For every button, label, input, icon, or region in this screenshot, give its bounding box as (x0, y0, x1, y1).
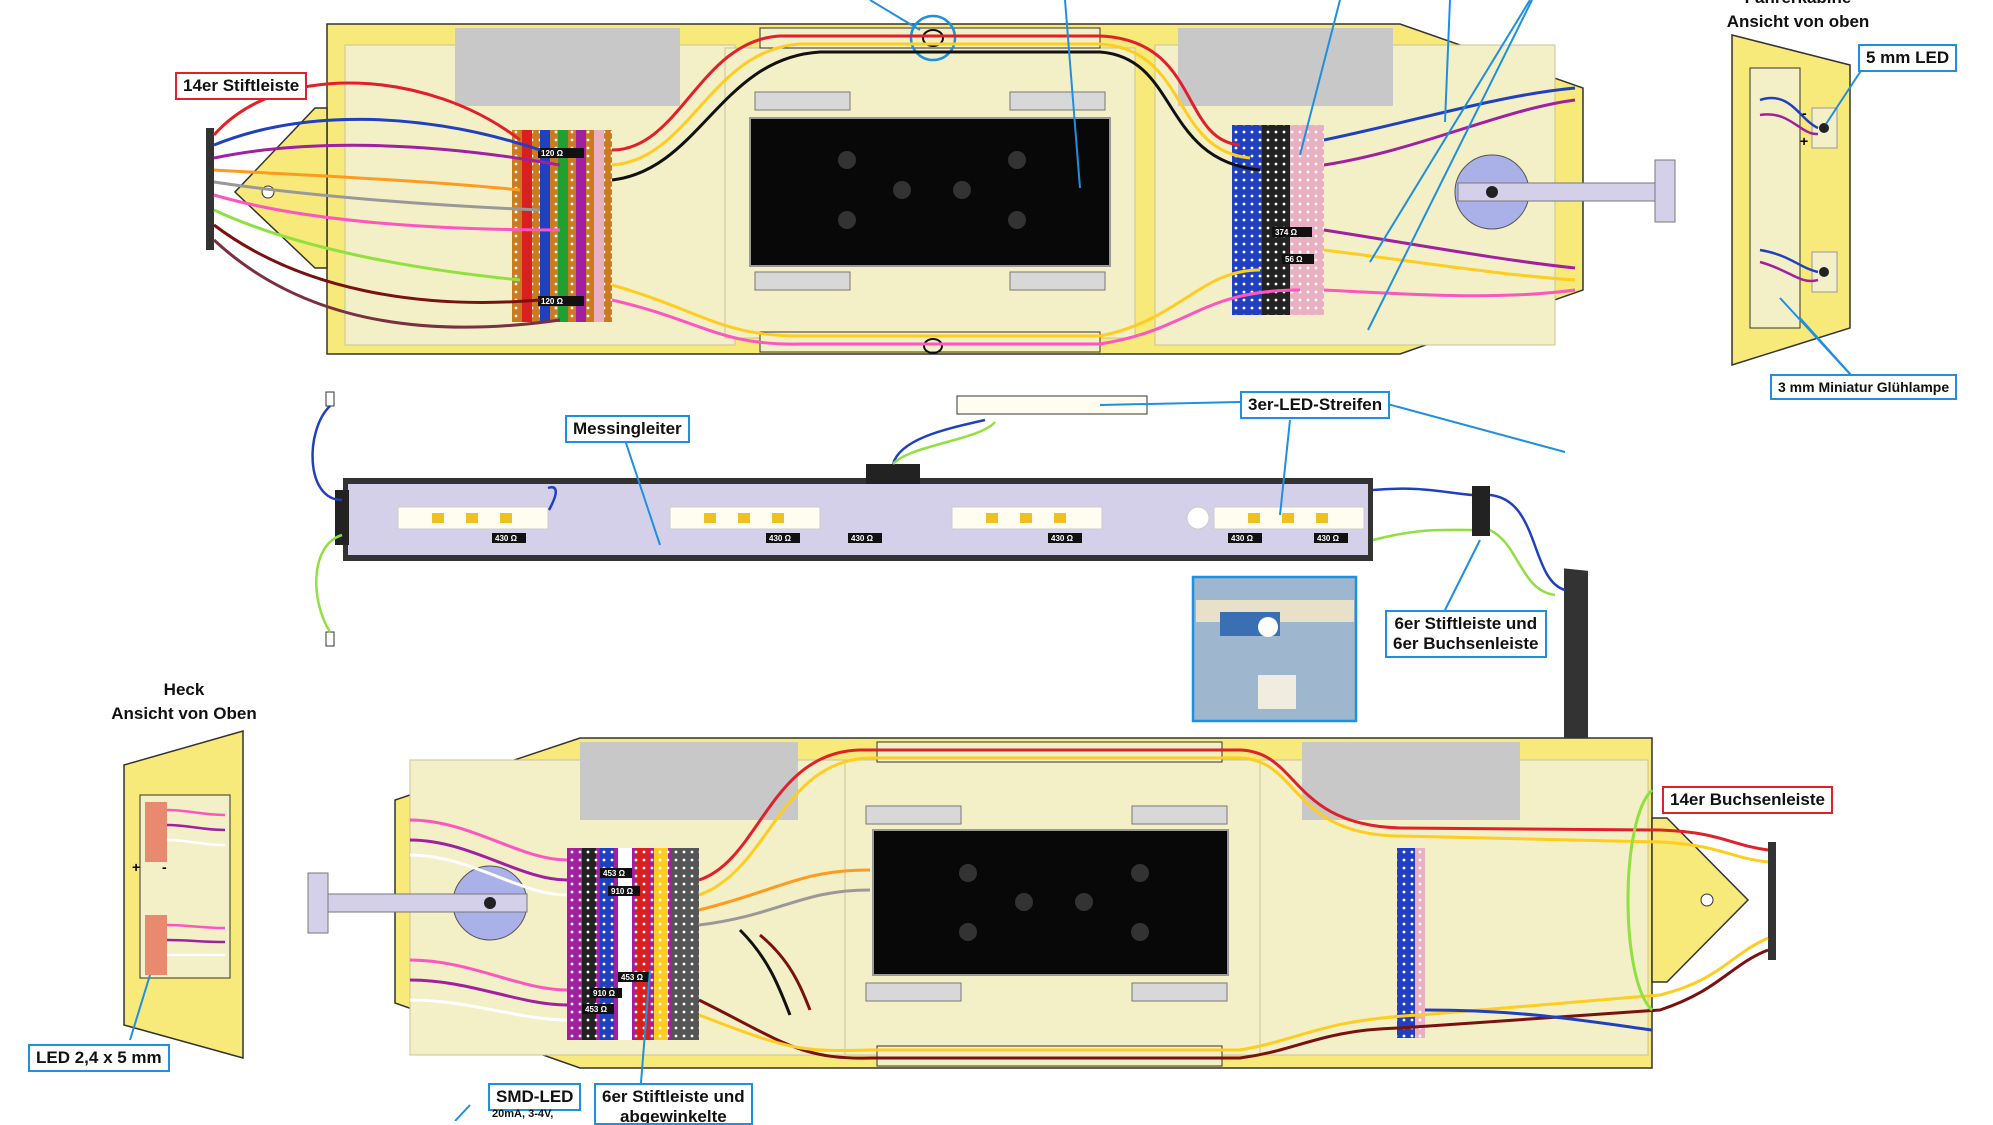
minus-mark: - (1802, 105, 1807, 121)
res-strip-6: 430 Ω (1317, 534, 1340, 543)
res-top-a: 120 Ω (541, 149, 564, 158)
res-strip-5: 430 Ω (1231, 534, 1254, 543)
bottom-chassis-nose (1651, 817, 1750, 983)
label-smd-led: SMD-LED (488, 1083, 582, 1111)
label-14er-buchsenleiste: 14er Buchsenleiste (1662, 786, 1833, 814)
res-bot-a: 453 Ω (603, 869, 626, 878)
plus-mark: + (1800, 133, 1808, 149)
label-6er-bottom: 6er Stiftleiste und abgewinkelte (594, 1083, 753, 1125)
cab-title-line2: Ansicht von oben (1726, 12, 1870, 31)
cab-title-line1: Fahrerkabine (1703, 0, 1893, 10)
label-smd-led-spec: 20mA, 3-4V, (492, 1108, 554, 1120)
label-6er-stiftleiste: 6er Stiftleiste und 6er Buchsenleiste (1385, 610, 1547, 658)
strip-connector-center (866, 464, 920, 484)
label-6er-line2: 6er Buchsenleiste (1393, 634, 1539, 653)
plus-mark-heck: + (132, 859, 140, 875)
top-window-right (1178, 28, 1393, 106)
heck-title-line1: Heck (163, 680, 205, 699)
res-top-c: 374 Ω (1275, 228, 1298, 237)
label-3er-led-streifen: 3er-LED-Streifen (1240, 391, 1391, 419)
strip-connector-left (335, 490, 349, 545)
res-top-d: 56 Ω (1285, 255, 1303, 264)
res-strip-4: 430 Ω (1051, 534, 1074, 543)
label-14er-stiftleiste: 14er Stiftleiste (175, 72, 308, 100)
label-6er-bottom-line2: abgewinkelte (619, 1107, 727, 1125)
res-bot-c: 453 Ω (621, 973, 644, 982)
res-strip-3: 430 Ω (851, 534, 874, 543)
bottom-motor (872, 829, 1229, 976)
strip-connector-right (1472, 486, 1490, 536)
led-strip-assembly: 430 Ω 430 Ω 430 Ω 430 Ω 430 Ω 430 Ω (311, 391, 1588, 791)
res-strip-2: 430 Ω (769, 534, 792, 543)
small-led-strip (956, 395, 1148, 415)
polarity-marks: + - + - (132, 105, 1808, 875)
res-top-b: 120 Ω (541, 297, 564, 306)
res-strip-1: 430 Ω (495, 534, 518, 543)
heck-top-view (123, 730, 244, 1059)
bottom-socket-header (1768, 842, 1776, 960)
bottom-chassis: 453 Ω 910 Ω 453 Ω 910 Ω 453 Ω (307, 737, 1776, 1121)
top-window-left (455, 28, 680, 106)
top-motor (749, 117, 1111, 267)
res-bot-e: 453 Ω (585, 1005, 608, 1014)
res-bot-b: 910 Ω (611, 887, 634, 896)
res-bot-d: 910 Ω (593, 989, 616, 998)
top-chassis: 120 Ω 120 Ω 374 Ω 56 Ω (206, 0, 1676, 355)
label-gluehlampe: 3 mm Miniatur Glühlampe (1770, 374, 1958, 400)
cab-end-board (1564, 568, 1588, 791)
minus-mark-heck: - (162, 859, 167, 875)
label-6er-line1: 6er Stiftleiste und (1394, 614, 1538, 633)
top-pin-header (206, 128, 214, 250)
bottom-window-right (1302, 742, 1520, 820)
heck-title-line2: Ansicht von Oben (111, 704, 257, 723)
label-6er-bottom-line1: 6er Stiftleiste und (602, 1087, 745, 1106)
cab-title: Fahrerkabine Ansicht von oben (1703, 0, 1893, 34)
heck-title: Heck Ansicht von Oben (104, 678, 264, 726)
label-messingleiter: Messingleiter (565, 415, 690, 443)
cab-top-view (1731, 34, 1869, 386)
label-led-24x5: LED 2,4 x 5 mm (28, 1044, 170, 1072)
label-5mm-led: 5 mm LED (1858, 44, 1958, 72)
bottom-window-left (580, 742, 798, 820)
